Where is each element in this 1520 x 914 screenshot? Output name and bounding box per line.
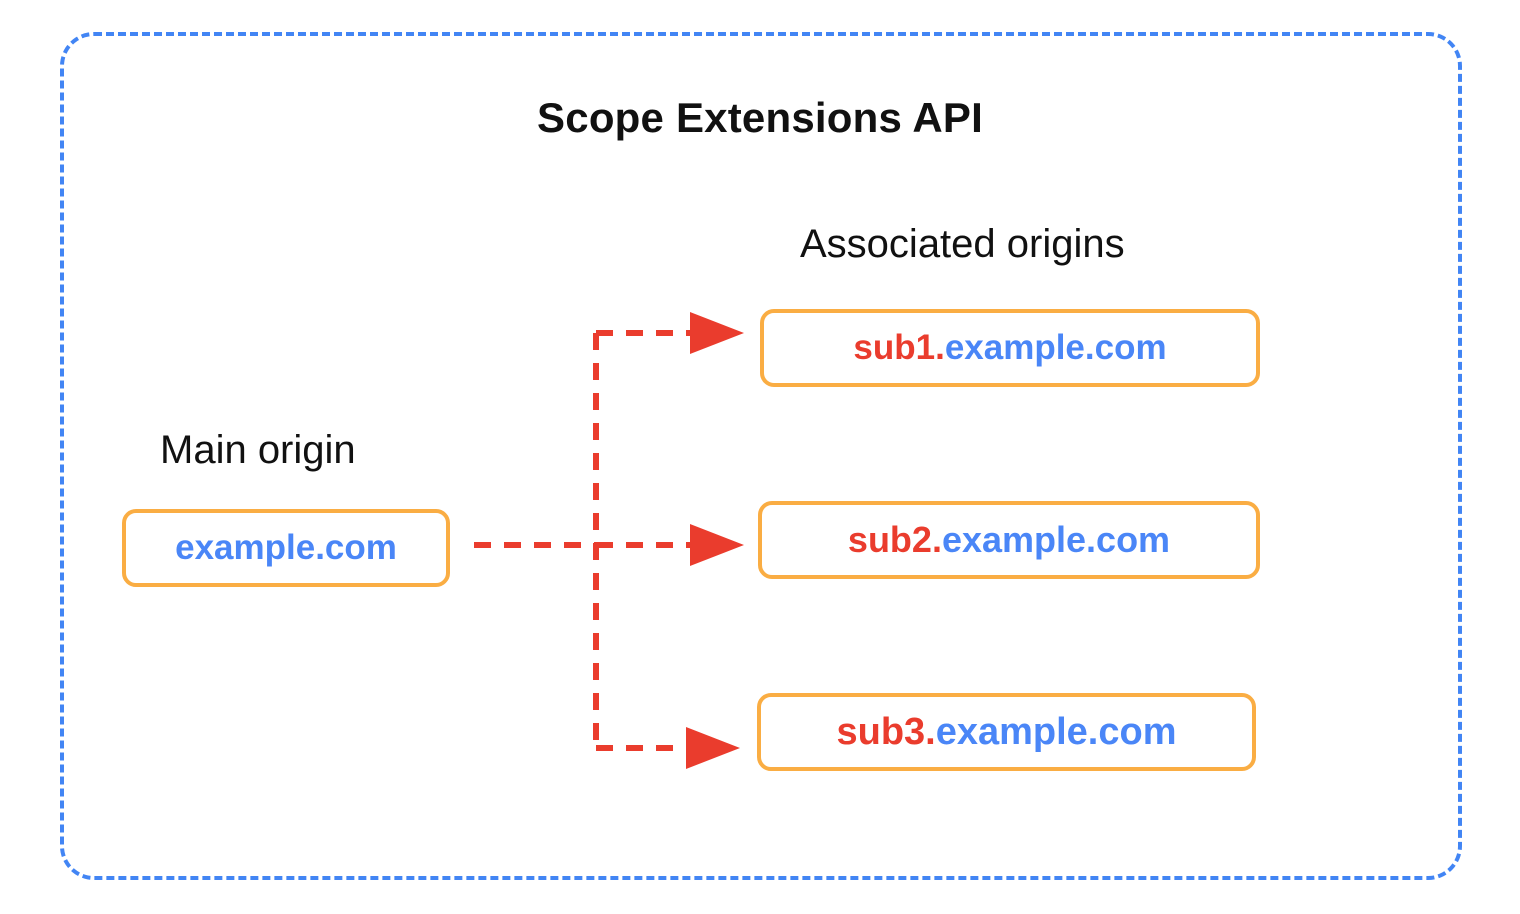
origin-box-sub3[interactable]: sub3.example.com [757, 693, 1256, 771]
origin-subdomain-label: sub3. [836, 710, 936, 753]
origin-domain-label: example.com [941, 519, 1171, 560]
origin-domain-label: example.com [944, 328, 1167, 367]
origin-box-main[interactable]: example.com [122, 509, 450, 587]
origin-domain-label: example.com [175, 528, 397, 567]
origin-domain-label: example.com [935, 710, 1177, 753]
page-title: Scope Extensions API [537, 94, 983, 141]
origin-subdomain-label: sub1. [853, 328, 945, 367]
scope-extensions-boundary [60, 32, 1462, 880]
origin-subdomain-label: sub2. [847, 519, 942, 560]
origin-box-sub1[interactable]: sub1.example.com [760, 309, 1260, 387]
origin-box-sub2[interactable]: sub2.example.com [758, 501, 1260, 579]
main-origin-heading: Main origin [160, 428, 356, 472]
associated-origins-heading: Associated origins [800, 222, 1125, 266]
